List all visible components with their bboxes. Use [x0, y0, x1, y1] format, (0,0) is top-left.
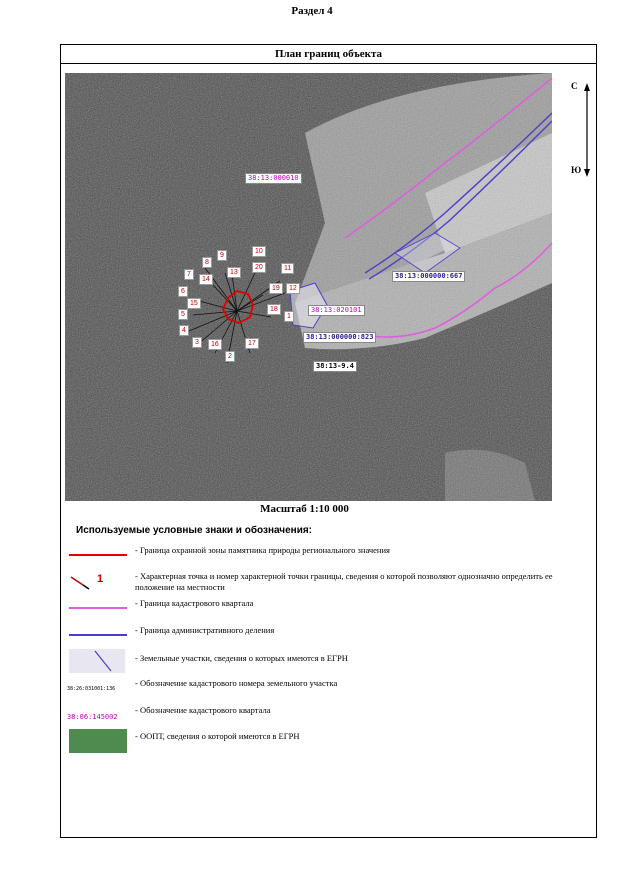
protection-zone-boundary: [222, 290, 254, 324]
legend-item-quarter-boundary: - Граница кадастрового квартала: [67, 598, 587, 626]
cadnum-sample: 38:26:031001:136: [67, 686, 116, 692]
red-line-icon: [69, 554, 127, 556]
quarter-boundary-north: [344, 77, 552, 239]
map-svg: [65, 73, 552, 501]
point-label: 2: [225, 351, 235, 362]
legend-item-protection-zone: - Граница охранной зоны памятника природ…: [67, 545, 587, 573]
legend-text: - Граница кадастрового квартала: [135, 598, 254, 608]
point-marker-number: 1: [97, 573, 104, 585]
point-label: 20: [252, 262, 266, 273]
admin-boundary-2: [368, 120, 552, 280]
quarter-label: 38:13:000010: [245, 173, 302, 184]
legend-text: - Граница охранной зоны памятника природ…: [135, 545, 390, 555]
map-scale: Масштаб 1:10 000: [260, 503, 349, 515]
legend-title: Используемые условные знаки и обозначени…: [76, 525, 313, 536]
legend-item-cadnum: 38:26:031001:136 - Обозначение кадастров…: [67, 678, 587, 706]
quarter-label: 38:13:020101: [308, 305, 365, 316]
legend-text: - Обозначение кадастрового квартала: [135, 705, 271, 715]
legend-item-admin-boundary: - Граница административного деления: [67, 625, 587, 653]
plan-title: План границ объекта: [61, 45, 596, 64]
legend-item-quarter-num: 38:06:145002 - Обозначение кадастрового …: [67, 705, 587, 733]
aerial-map[interactable]: 38:13:000010 38:13:020101 38:13:000000:6…: [65, 73, 552, 501]
point-label: 11: [281, 263, 295, 274]
land-plot-icon: [69, 649, 125, 673]
admin-label: 38:13:000000:667: [392, 271, 466, 282]
point-label: 8: [202, 257, 212, 268]
point-label: 18: [267, 304, 281, 315]
legend-item-point: 1 - Характерная точка и номер характерно…: [67, 571, 587, 605]
north-label: С: [571, 81, 578, 91]
point-label: 12: [286, 283, 300, 294]
plan-frame: План границ объекта: [60, 44, 597, 838]
purple-line-icon: [69, 634, 127, 636]
legend-text: - Граница административного деления: [135, 625, 275, 635]
quarter-num-sample: 38:06:145002: [67, 713, 118, 721]
legend-text: - Земельные участки, сведения о которых …: [135, 653, 348, 663]
legend-text: - Обозначение кадастрового номера земель…: [135, 678, 338, 688]
legend-text: - ООПТ, сведения о которой имеются в ЕГР…: [135, 731, 300, 741]
point-label: 17: [245, 338, 259, 349]
south-label: Ю: [571, 165, 582, 175]
point-label: 6: [178, 286, 188, 297]
point-label: 16: [208, 339, 222, 350]
north-arrow: С Ю: [569, 81, 593, 181]
legend-item-land-plot: - Земельные участки, сведения о которых …: [67, 647, 587, 679]
point-label: 3: [192, 337, 202, 348]
oopt-fill-icon: [69, 729, 127, 753]
point-label: 9: [217, 250, 227, 261]
magenta-line-icon: [69, 607, 127, 609]
quarter-boundary-south: [354, 242, 552, 338]
point-label: 5: [178, 309, 188, 320]
point-marker-icon: [70, 576, 90, 590]
section-title: Раздел 4: [291, 5, 333, 17]
point-label: 14: [199, 274, 213, 285]
oopt-label: 38:13-9.4: [313, 361, 357, 372]
point-label: 7: [184, 269, 194, 280]
admin-boundary-1: [364, 112, 552, 274]
compass-arrow-icon: [584, 83, 590, 177]
point-label: 1: [284, 311, 294, 322]
legend-item-oopt: - ООПТ, сведения о которой имеются в ЕГР…: [67, 729, 587, 759]
admin-label: 38:13:000000:823: [303, 332, 377, 343]
point-label: 13: [227, 267, 241, 278]
point-label: 15: [187, 298, 201, 309]
point-label: 19: [269, 283, 283, 294]
point-label: 4: [179, 325, 189, 336]
legend-text: - Характерная точка и номер характерной …: [135, 571, 553, 592]
point-label: 10: [252, 246, 266, 257]
